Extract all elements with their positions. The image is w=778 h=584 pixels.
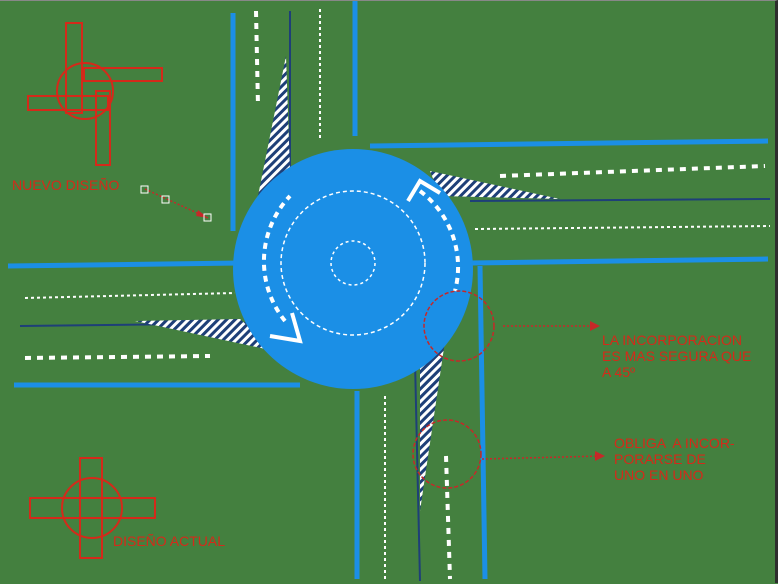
island-east: [430, 171, 560, 199]
arrowhead-icon: [196, 210, 208, 218]
label-current-design: DISEÑO ACTUAL: [113, 533, 226, 549]
highlight-circle-merge: [423, 290, 495, 362]
note-line: OBLIGA A INCOR-: [614, 435, 735, 451]
arrow-left: [269, 312, 303, 344]
note-line: LA INCORPORACION: [602, 332, 743, 348]
new-design-symbol: [27, 22, 163, 166]
note-line: UNO EN UNO: [614, 467, 704, 483]
arrow-right: [406, 178, 442, 203]
note-line: ES MAS SEGURA QUE: [602, 348, 752, 364]
roundabout-circle: [233, 149, 473, 389]
arrowhead-icon: [595, 451, 605, 461]
island-south: [420, 341, 445, 511]
island-north: [258, 56, 290, 196]
road-edges: [7, 1, 769, 580]
arrowhead-icon: [590, 321, 600, 331]
label-new-design: NUEVO DISEÑO: [12, 177, 120, 193]
current-design-symbol: [29, 457, 156, 559]
island-west: [135, 319, 275, 351]
lane-markings: [24, 9, 771, 580]
lane-arc-left: [261, 194, 292, 323]
lane-arc-right: [418, 189, 461, 292]
center-dashed-circle: [330, 240, 376, 286]
note-line: PORARSE DE: [614, 451, 706, 467]
note-line: A 45º: [602, 364, 636, 380]
grip-handles: [140, 185, 212, 222]
inner-dashed-circle: [280, 190, 426, 336]
highlight-circle-island: [412, 419, 482, 489]
